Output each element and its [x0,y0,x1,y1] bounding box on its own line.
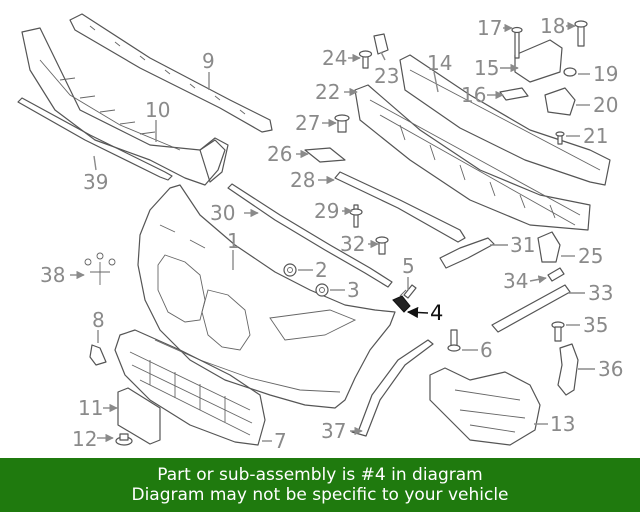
part-24-bolt [358,50,373,69]
callout-1: 1 [227,229,240,253]
callout-30: 30 [210,201,235,225]
part-3-clip [315,283,329,297]
callout-4-highlighted: 4 [430,301,443,325]
part-35-bolt [551,321,565,342]
callout-27: 27 [295,111,320,135]
callout-5: 5 [402,254,415,278]
callout-9: 9 [202,49,215,73]
part-25-piece [537,231,561,263]
callout-10: 10 [145,98,170,122]
callout-20: 20 [593,93,618,117]
banner-line-disclaimer: Diagram may not be specific to your vehi… [131,485,509,505]
callout-15: 15 [474,56,499,80]
part-15-bracket [514,39,563,83]
part-13-bracket [429,367,541,446]
part-26-plate [304,147,346,163]
callout-39: 39 [83,170,108,194]
callout-13: 13 [550,412,575,436]
callout-8: 8 [92,308,105,332]
part-18-bolt [574,20,588,47]
leader-14 [433,71,439,93]
callout-18: 18 [540,14,565,38]
part-23-clip [373,33,389,55]
part-28-rod [334,171,466,243]
callout-14: 14 [427,51,452,75]
callout-22: 22 [315,80,340,104]
part-22-absorber [354,84,591,231]
part-14-beam [399,54,611,186]
part-32-bolt [375,236,389,255]
callout-11: 11 [78,396,103,420]
part-20-bracket [544,87,576,116]
part-29-stud [349,204,363,228]
part-33-rail [491,284,571,333]
callout-33: 33 [588,281,613,305]
callout-21: 21 [583,124,608,148]
part-38-badge [84,252,116,285]
part-5-pin [403,284,417,299]
callout-19: 19 [593,62,618,86]
leader-34 [529,275,547,284]
callout-34: 34 [503,269,528,293]
part-36-bracket [557,343,579,396]
part-info-banner: Part or sub-assembly is #4 in diagram Di… [0,458,640,512]
banner-line-part: Part or sub-assembly is #4 in diagram [157,465,483,485]
callout-leaders [70,21,595,443]
part-4-bracket [392,289,411,313]
callout-17: 17 [477,16,502,40]
callout-numbers: 1 2 3 4 5 6 7 8 9 10 11 12 13 14 15 16 1… [40,14,623,453]
part-27-bolt [334,114,350,133]
part-16-plate [499,87,529,101]
callout-2: 2 [315,258,328,282]
part-30-strip [227,183,393,288]
part-39-molding [17,97,173,181]
callout-38: 38 [40,263,65,287]
callout-24: 24 [322,46,347,70]
part-21-screw [555,131,565,145]
callout-6: 6 [480,338,493,362]
callout-36: 36 [598,357,623,381]
part-6-bolt [447,329,461,352]
callout-3: 3 [347,278,360,302]
part-19-nut [563,67,577,77]
part-8-deflector [89,344,107,366]
part-9-trim-strip [69,13,273,133]
part-34-clip [547,267,565,282]
part-12-fastener [115,433,133,446]
part-10-grille-panel [21,27,229,186]
callout-7: 7 [274,429,287,453]
leader-23 [380,51,386,61]
part-11-plate-bracket [117,387,161,445]
leader-4 [406,306,429,319]
callout-28: 28 [290,168,315,192]
callout-31: 31 [510,233,535,257]
part-31-bracket [439,237,495,269]
parts-diagram: 1 2 3 4 5 6 7 8 9 10 11 12 13 14 15 16 1… [17,13,623,453]
callout-12: 12 [72,427,97,451]
callout-26: 26 [267,142,292,166]
part-1-bumper-cover [137,184,396,409]
callout-32: 32 [340,232,365,256]
callout-35: 35 [583,313,608,337]
part-37-arc-molding [351,339,434,437]
part-17-bolt [511,26,523,59]
part-2-clip [283,263,297,277]
callout-37: 37 [321,419,346,443]
leader-39 [93,155,97,171]
callout-16: 16 [461,83,486,107]
callout-25: 25 [578,244,603,268]
part-7-lower-grille [114,329,266,446]
callout-23: 23 [374,64,399,88]
callout-29: 29 [314,199,339,223]
